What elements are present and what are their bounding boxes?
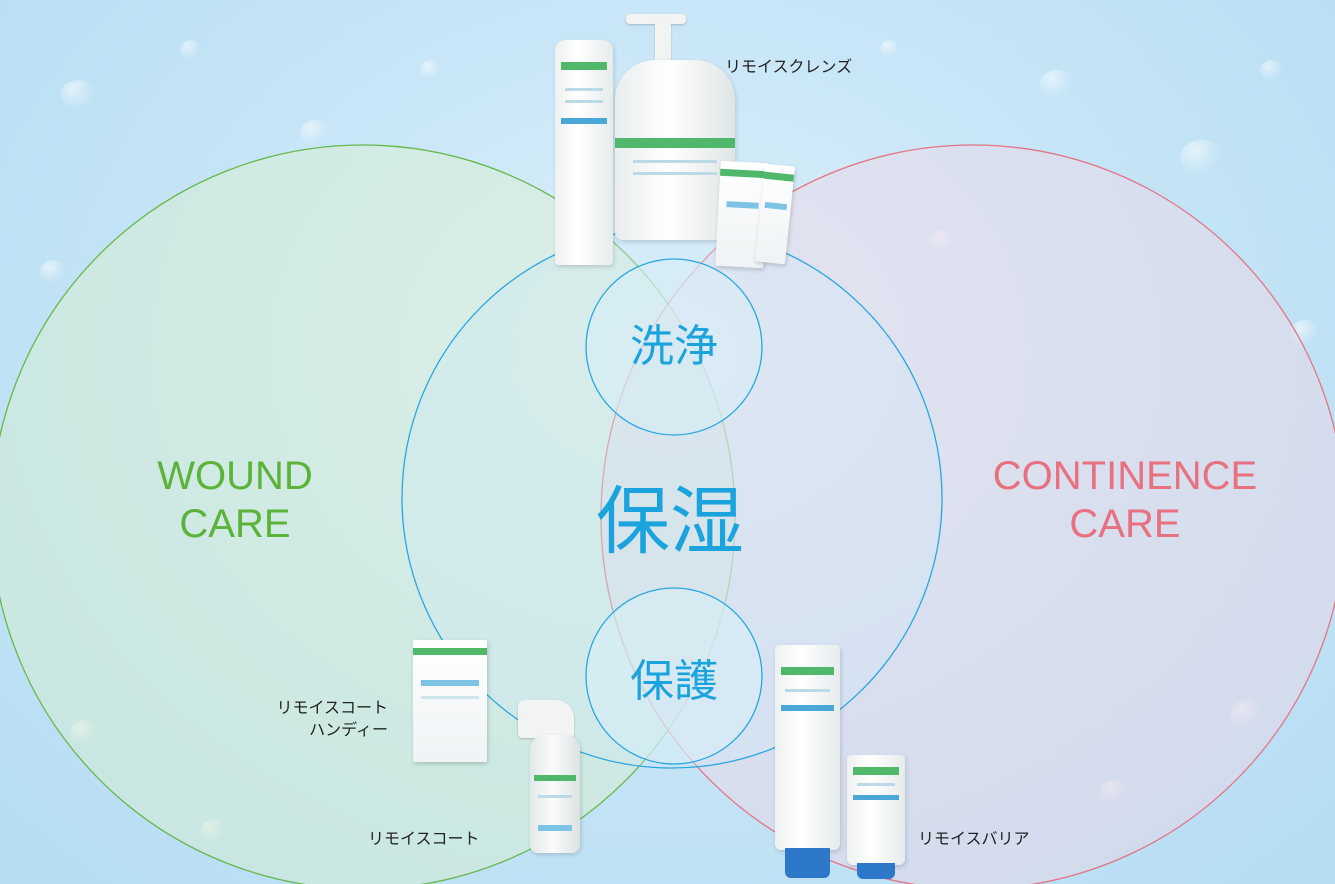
protection-bubble	[585, 587, 763, 765]
barrier-small-tube-image	[847, 755, 905, 879]
wound-care-label: WOUND CARE	[130, 452, 340, 548]
cleansing-bubble	[585, 258, 763, 436]
cleanse-tube-image	[555, 40, 613, 265]
continence-care-label: CONTINENCE CARE	[960, 452, 1290, 548]
moisturizing-label: 保湿	[596, 479, 744, 565]
coat-handy-sachet-image	[413, 640, 487, 762]
wound-care-label-line1: WOUND	[157, 454, 313, 498]
protection-label: 保護	[630, 656, 718, 707]
coat-handy-label-line2: ハンディー	[309, 719, 388, 739]
coat-product-label: リモイスコート	[368, 829, 480, 848]
cleanse-jar-image	[615, 60, 735, 240]
coat-spray-bottle-image	[530, 735, 580, 853]
continence-care-label-line2: CARE	[1069, 502, 1181, 546]
coat-handy-product-label: リモイスコート ハンディー	[248, 697, 388, 740]
barrier-product-label: リモイスバリア	[918, 829, 1030, 848]
wound-care-label-line2: CARE	[179, 502, 291, 546]
continence-care-label-line1: CONTINENCE	[992, 454, 1258, 498]
cleansing-label: 洗浄	[630, 321, 718, 372]
barrier-large-tube-image	[775, 645, 840, 878]
coat-spray-trigger-image	[518, 700, 574, 738]
wound-care-circle	[0, 144, 736, 884]
coat-handy-label-line1: リモイスコート	[276, 698, 388, 717]
cleanse-pump-head-image	[626, 14, 686, 24]
cleanse-pump-neck-image	[655, 22, 671, 62]
cleanse-product-label: リモイスクレンズ	[725, 57, 853, 76]
